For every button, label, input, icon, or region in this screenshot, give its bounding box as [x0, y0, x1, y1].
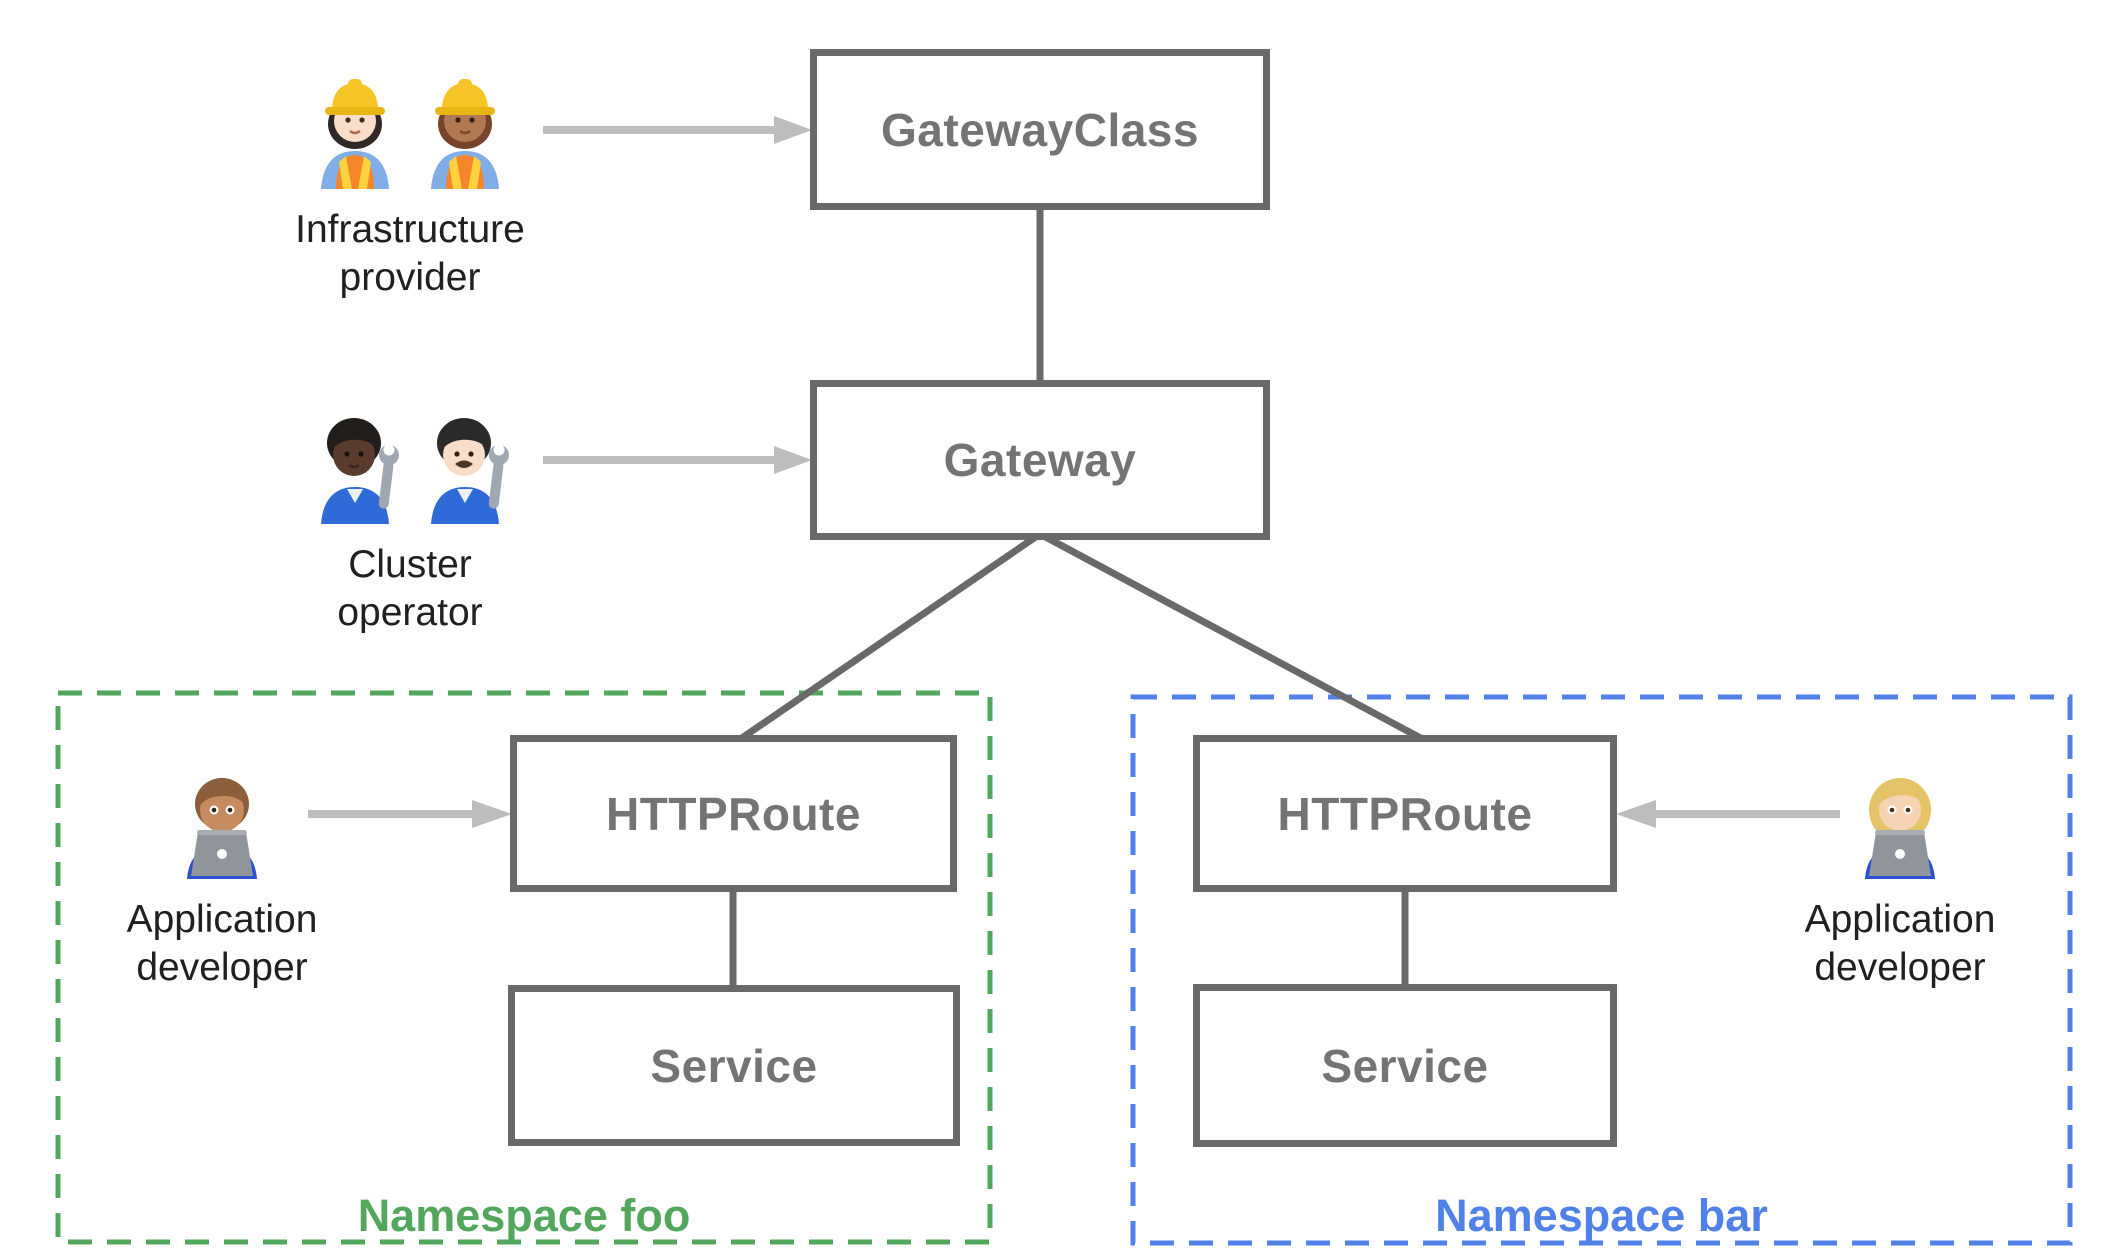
man-technologist-emoji-icon	[187, 778, 257, 879]
service-foo-label: Service	[650, 1039, 818, 1092]
application-developer-foo-persona: Application developer	[92, 748, 352, 992]
woman-construction-worker-medium-emoji-icon	[431, 79, 499, 189]
namespace-foo-label: Namespace foo	[357, 1190, 691, 1241]
man-mechanic-light-emoji-icon	[431, 418, 509, 524]
httproute-foo-label: HTTPRoute	[606, 787, 861, 840]
application-developer-foo-label: Application developer	[126, 898, 318, 989]
httproute-foo-node: HTTPRoute	[510, 735, 957, 892]
gatewayclass-node: GatewayClass	[810, 49, 1270, 210]
woman-construction-worker-light-emoji-icon	[321, 79, 389, 189]
infrastructure-provider-label: Infrastructure provider	[295, 208, 525, 299]
cluster-operator-arrow-head	[774, 446, 812, 474]
httproute-bar-label: HTTPRoute	[1277, 787, 1533, 840]
gateway-label: Gateway	[943, 434, 1137, 486]
application-developer-bar-persona: Application developer	[1770, 748, 2030, 992]
namespace-bar-label: Namespace bar	[1435, 1190, 1768, 1241]
service-foo-node: Service	[508, 985, 960, 1146]
cluster-operator-persona: Cluster operator	[245, 393, 575, 637]
app-developer-foo-arrow-head	[472, 800, 512, 828]
infrastructure-provider-arrow-head	[774, 116, 812, 144]
mechanic-dark-emoji-icon	[321, 418, 399, 524]
infrastructure-provider-icons	[305, 58, 515, 190]
gateway-node: Gateway	[810, 380, 1270, 540]
app-developer-bar-arrow-head	[1616, 800, 1656, 828]
application-developer-foo-icons	[167, 748, 277, 880]
service-bar-node: Service	[1193, 984, 1617, 1147]
namespace-bar-border	[1130, 694, 2073, 1246]
woman-technologist-emoji-icon	[1865, 778, 1935, 879]
cluster-operator-label: Cluster operator	[337, 543, 483, 634]
cluster-operator-icons	[305, 393, 515, 525]
service-bar-label: Service	[1321, 1039, 1489, 1092]
application-developer-bar-label: Application developer	[1804, 898, 1996, 989]
gateway-httproute-foo-connector	[734, 531, 1042, 745]
httproute-bar-node: HTTPRoute	[1193, 735, 1617, 892]
gateway-httproute-bar-connector	[1038, 530, 1430, 746]
application-developer-bar-icons	[1845, 748, 1955, 880]
gatewayclass-label: GatewayClass	[881, 103, 1199, 156]
infrastructure-provider-persona: Infrastructure provider	[245, 58, 575, 302]
